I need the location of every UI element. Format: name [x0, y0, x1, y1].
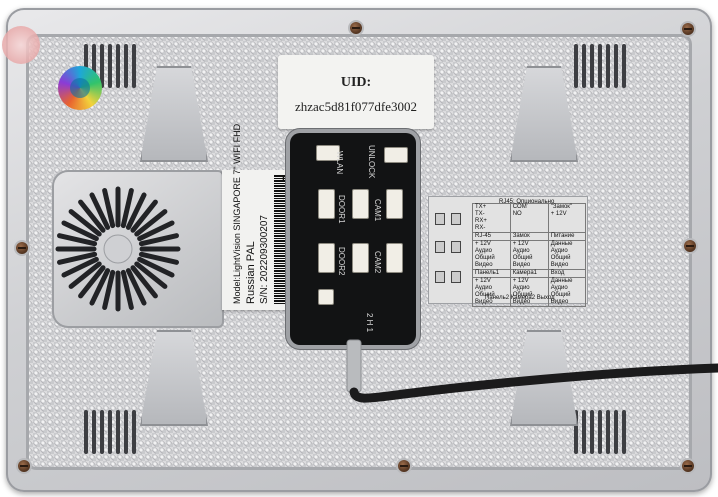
speaker-slot [134, 261, 168, 289]
wlan-connector[interactable] [316, 145, 340, 161]
table-row: Панель1 Камера1 Вход [472, 269, 587, 278]
spec-footer: Панель2 Камера2 Выход [485, 295, 555, 301]
speaker-slot [138, 251, 179, 265]
table-cell: Вход [547, 269, 587, 278]
speaker-slot [61, 256, 99, 278]
cam1-label: CAM1 [373, 199, 382, 222]
vent-grille-top-right [574, 44, 626, 88]
speaker-slot [125, 268, 147, 306]
speaker-slot [102, 269, 116, 310]
speaker-slot [120, 188, 134, 229]
speaker-slot [130, 199, 158, 233]
speaker-slot [125, 192, 147, 230]
table-cell: Панель1 [472, 269, 511, 278]
rj45-header: RJ45: Опционально [499, 199, 555, 205]
door1-connector[interactable] [318, 189, 335, 219]
mini-connector-icon [435, 241, 445, 253]
door2-connector[interactable] [318, 243, 335, 273]
speaker-slot [137, 256, 175, 278]
speaker-slot [78, 265, 106, 299]
vent-grille-bottom-right [574, 410, 626, 454]
cam1-aux-connector[interactable] [386, 189, 403, 219]
door1-label: DOOR1 [337, 195, 346, 224]
unlock-connector[interactable] [384, 147, 408, 163]
screw-left [16, 242, 28, 254]
speaker-slot [68, 209, 102, 237]
model-name: Model:LightVision SINGAPORE 7" WIFI FHD [232, 123, 242, 304]
mini-connector-icon [435, 271, 445, 283]
screw-bottom-right [682, 460, 694, 472]
model-region: Russian PAL [245, 241, 257, 304]
model-sticker: Model:LightVision SINGAPORE 7" WIFI FHD … [222, 123, 308, 310]
table-cell: + 12V Аудио Общий Видео [472, 240, 511, 270]
screw-right [684, 240, 696, 252]
uid-value: zhzac5d81f077dfe3002 [294, 99, 417, 114]
wiring-spec-sticker: RJ45: Опционально TX+ TX- RX+ RX- COM NO… [428, 196, 588, 307]
model-serial: S/N: 202209300207 [259, 215, 270, 304]
speaker-slot [61, 220, 99, 242]
speaker-slot [102, 188, 116, 229]
table-cell: Камера1 [509, 269, 549, 278]
mini-connector-icon [451, 213, 461, 225]
speaker-slot [78, 199, 106, 233]
cam1-connector[interactable] [352, 189, 369, 219]
vent-grille-bottom-left [84, 410, 136, 454]
table-row: TX+ TX- RX+ RX- COM NO "Замок" + 12V [472, 203, 587, 233]
cam2-label: CAM2 [373, 251, 382, 274]
unlock-label: UNLOCK [367, 145, 376, 179]
speaker-slots [55, 186, 181, 312]
mini-connector-icon [451, 241, 461, 253]
table-row: + 12V Аудио Общий Видео + 12V Аудио Общи… [472, 277, 587, 307]
table-cell: + 12V Аудио Общий Видео [509, 277, 549, 307]
table-cell: Данные Аудио Общий Видео [547, 240, 587, 270]
table-cell: RJ-45 [472, 232, 511, 241]
table-cell: Замок [509, 232, 549, 241]
screw-top-center [350, 22, 362, 34]
small-connector[interactable] [318, 289, 334, 305]
board-code: 2 H 1 [365, 313, 374, 333]
speaker-slot [137, 220, 175, 242]
speaker-slot [89, 268, 111, 306]
table-cell: + 12V Аудио Общий Видео [509, 240, 549, 270]
table-cell: Питание [547, 232, 587, 241]
speaker-slot [120, 269, 134, 310]
wiring-table: TX+ TX- RX+ RX- COM NO "Замок" + 12V RJ-… [472, 203, 587, 307]
screw-bottom-left [18, 460, 30, 472]
connector-board: WLAN UNLOCK DOOR1 CAM1 DOOR2 CAM2 2 H 1 [290, 133, 416, 345]
hologram-center [70, 78, 90, 98]
cam2-aux-connector[interactable] [386, 243, 403, 273]
red-stamp-icon [2, 26, 40, 64]
wlan-label: WLAN [335, 151, 344, 175]
uid-title: UID: [340, 75, 372, 90]
table-cell: TX+ TX- RX+ RX- [472, 203, 511, 233]
table-row: RJ-45 Замок Питание [472, 232, 587, 241]
table-cell: "Замок" + 12V [547, 203, 587, 233]
speaker-slot [89, 192, 111, 230]
speaker-grille [52, 170, 224, 328]
speaker-slot [57, 233, 98, 247]
door2-label: DOOR2 [337, 247, 346, 276]
table-row: + 12V Аудио Общий Видео + 12V Аудио Общи… [472, 240, 587, 270]
table-cell: COM NO [509, 203, 549, 233]
mini-connector-icon [435, 213, 445, 225]
cam2-connector[interactable] [352, 243, 369, 273]
speaker-slot [130, 265, 158, 299]
table-cell: + 12V Аудио Общий Видео [472, 277, 511, 307]
screw-top-right [682, 23, 694, 35]
mini-connector-icon [451, 271, 461, 283]
speaker-slot [68, 261, 102, 289]
table-cell: Данные Аудио Общий Видео [547, 277, 587, 307]
speaker-slot [134, 209, 168, 237]
uid-sticker: UID: zhzac5d81f077dfe3002 [278, 55, 434, 129]
speaker-slot [57, 251, 98, 265]
screw-bottom-center [398, 460, 410, 472]
speaker-slot [138, 233, 179, 247]
